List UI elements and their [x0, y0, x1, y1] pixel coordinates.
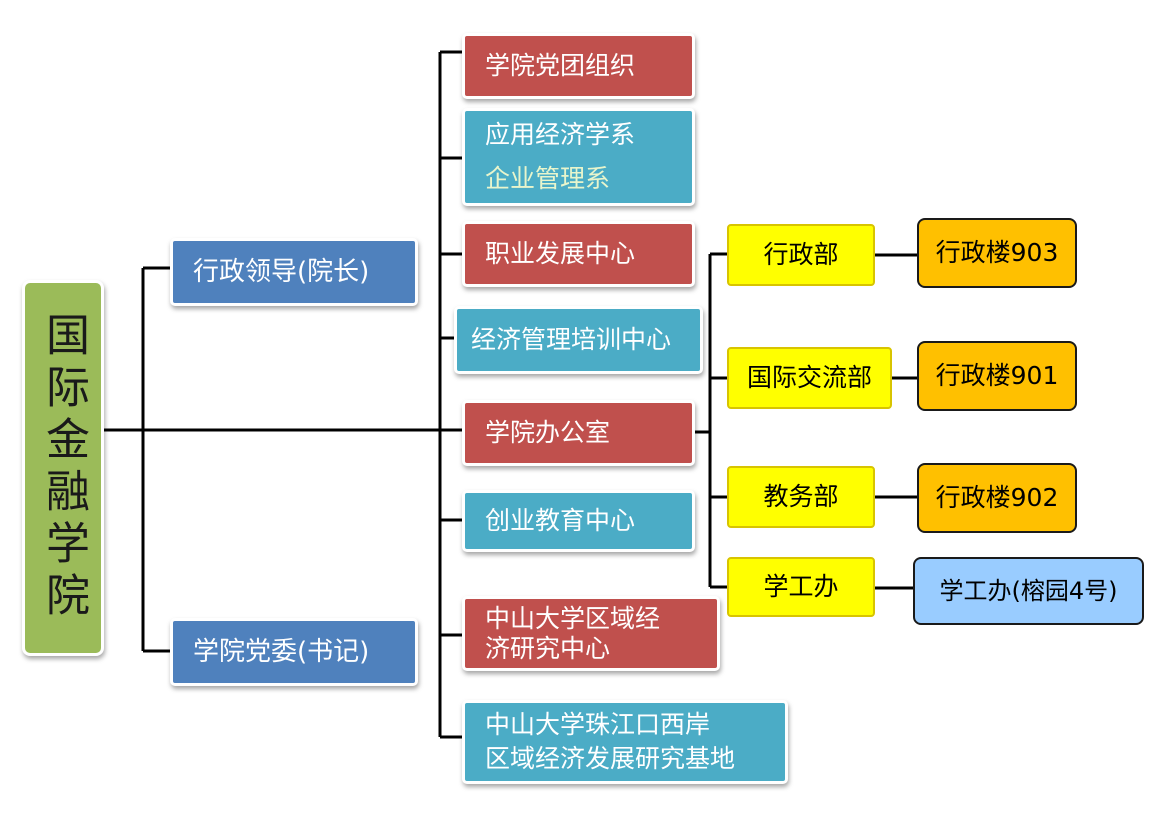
location-admin-node: 行政楼903 — [917, 218, 1077, 288]
dept-intl-node: 国际交流部 — [727, 347, 892, 409]
dept-academic-node: 教务部 — [727, 466, 875, 528]
location-academic-label: 行政楼902 — [935, 483, 1059, 512]
dept-student-node: 学工办 — [727, 557, 875, 617]
location-intl-node: 行政楼901 — [917, 341, 1077, 411]
regional-center-line1: 中山大学区域经 — [485, 603, 661, 633]
career-center-label: 职业发展中心 — [485, 239, 636, 268]
location-academic-node: 行政楼902 — [917, 463, 1077, 533]
regional-center-line2: 济研究中心 — [485, 633, 611, 663]
leader-party-label: 学院党委(书记) — [193, 637, 370, 667]
root-label: 国际金融学院 — [38, 312, 89, 624]
dept-economics-label: 应用经济学系 — [485, 120, 636, 149]
training-center-label: 经济管理培训中心 — [471, 325, 672, 354]
career-center-node: 职业发展中心 — [462, 221, 695, 287]
research-base-node: 中山大学珠江口西岸 区域经济发展研究基地 — [462, 700, 788, 784]
location-admin-label: 行政楼903 — [935, 238, 1059, 267]
entrepreneurship-node: 创业教育中心 — [462, 490, 695, 552]
training-center-node: 经济管理培训中心 — [454, 306, 703, 374]
leader-admin-label: 行政领导(院长) — [193, 257, 370, 287]
entrepreneurship-label: 创业教育中心 — [485, 506, 636, 535]
dept-student-label: 学工办 — [763, 572, 839, 601]
regional-center-node: 中山大学区域经 济研究中心 — [462, 596, 720, 671]
root-node: 国际金融学院 — [22, 280, 104, 656]
leader-admin-node: 行政领导(院长) — [170, 238, 418, 306]
office-node: 学院办公室 — [462, 400, 695, 466]
location-intl-label: 行政楼901 — [935, 361, 1059, 390]
location-student-node: 学工办(榕园4号) — [913, 557, 1144, 625]
dept-management-label: 企业管理系 — [485, 164, 611, 193]
dept-intl-label: 国际交流部 — [746, 363, 872, 392]
research-base-line2: 区域经济发展研究基地 — [485, 744, 736, 773]
dept-admin-label: 行政部 — [763, 240, 839, 269]
dept-academic-label: 教务部 — [763, 482, 839, 511]
office-label: 学院办公室 — [485, 418, 611, 447]
party-org-label: 学院党团组织 — [485, 51, 636, 80]
location-student-label: 学工办(榕园4号) — [939, 577, 1118, 605]
leader-party-node: 学院党委(书记) — [170, 618, 418, 686]
departments-node: 应用经济学系 企业管理系 — [462, 108, 695, 206]
party-org-node: 学院党团组织 — [462, 33, 695, 99]
research-base-line1: 中山大学珠江口西岸 — [485, 710, 711, 739]
dept-admin-node: 行政部 — [727, 224, 875, 286]
